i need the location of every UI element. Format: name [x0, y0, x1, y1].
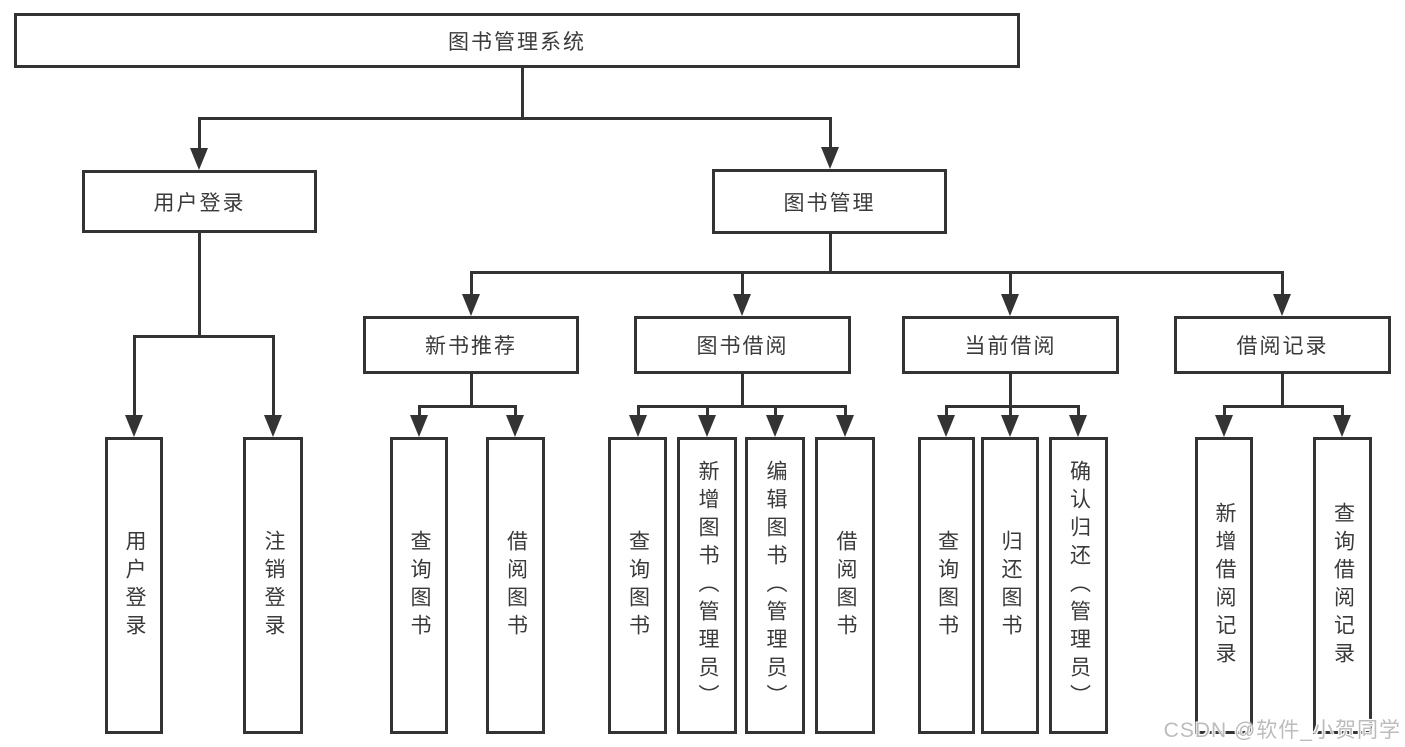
leaf-return-books: 归还图书 — [981, 437, 1039, 734]
leaf-add-borrow-record: 新增借阅记录 — [1195, 437, 1253, 734]
connector-book-mgmt-stem — [829, 234, 832, 274]
connector-drop-g2-l2 — [706, 405, 709, 418]
arrowhead-new-book — [462, 294, 480, 316]
connector-drop-borrow-records — [1281, 271, 1284, 296]
leaf-recommend-borrow-books: 借阅图书 — [486, 437, 545, 734]
connector-root-stem — [521, 68, 524, 119]
leaf-edit-books-admin-label: 编辑图书（管理员） — [764, 459, 787, 712]
leaf-query-borrow-record: 查询借阅记录 — [1313, 437, 1372, 734]
arrowhead-g3-l3 — [1069, 415, 1087, 437]
leaf-query-borrow-record-label: 查询借阅记录 — [1331, 501, 1355, 670]
node-borrow-records-label: 借阅记录 — [1236, 335, 1329, 358]
leaf-logout-label: 注销登录 — [262, 529, 285, 642]
node-book-management-label: 图书管理 — [783, 191, 876, 215]
leaf-current-query-books: 查询图书 — [918, 437, 975, 734]
connector-drop-g2-l4 — [844, 405, 847, 418]
node-new-book-recommend-label: 新书推荐 — [425, 335, 517, 358]
connector-user-login-stem — [198, 233, 201, 337]
connector-drop-user-login — [198, 117, 201, 151]
leaf-confirm-return-admin: 确认归还（管理员） — [1049, 437, 1108, 734]
arrowhead-g2-l1 — [629, 415, 647, 437]
connector-drop-book-mgmt — [829, 117, 832, 151]
connector-drop-g1-l2 — [514, 405, 517, 418]
arrowhead-g2-l2 — [698, 415, 716, 437]
arrowhead-g1-l1 — [410, 415, 428, 437]
connector-new-book-bar — [418, 405, 517, 408]
connector-drop-leaf-logout — [272, 335, 275, 417]
connector-book-borrow-bar — [637, 405, 846, 408]
node-borrow-records: 借阅记录 — [1174, 316, 1391, 374]
connector-drop-new-book — [470, 271, 473, 296]
csdn-watermark: CSDN @软件_小贺同学 — [1163, 719, 1401, 742]
node-current-borrow: 当前借阅 — [902, 316, 1119, 374]
leaf-edit-books-admin: 编辑图书（管理员） — [745, 437, 805, 734]
connector-drop-book-borrow — [741, 271, 744, 296]
leaf-user-login-label: 用户登录 — [123, 529, 146, 642]
leaf-borrow-query-books-label: 查询图书 — [626, 529, 650, 642]
leaf-recommend-query-books: 查询图书 — [390, 437, 448, 734]
arrowhead-g4-l2 — [1333, 415, 1351, 437]
node-new-book-recommend: 新书推荐 — [363, 316, 579, 374]
connector-drop-g1-l1 — [418, 405, 421, 418]
leaf-borrow-books-label: 借阅图书 — [834, 529, 857, 642]
leaf-recommend-borrow-books-label: 借阅图书 — [504, 529, 528, 642]
arrowhead-g2-l4 — [836, 415, 854, 437]
arrowhead-g4-l1 — [1215, 415, 1233, 437]
node-book-borrow-label: 图书借阅 — [696, 335, 789, 358]
connector-borrow-records-stem — [1281, 374, 1284, 408]
arrowhead-leaf-user-login — [125, 415, 143, 437]
leaf-current-query-books-label: 查询图书 — [935, 529, 959, 642]
leaf-return-books-label: 归还图书 — [999, 529, 1022, 642]
connector-drop-leaf-user-login — [133, 335, 136, 417]
connector-book-mgmt-bar — [470, 271, 1283, 274]
leaf-user-login: 用户登录 — [105, 437, 163, 734]
leaf-add-borrow-record-label: 新增借阅记录 — [1213, 501, 1236, 670]
connector-drop-g3-l1 — [945, 405, 948, 418]
arrowhead-leaf-logout — [264, 415, 282, 437]
node-root: 图书管理系统 — [14, 13, 1020, 68]
connector-drop-current-borrow — [1009, 271, 1012, 296]
connector-user-login-bar — [133, 335, 275, 338]
node-book-borrow: 图书借阅 — [634, 316, 851, 374]
leaf-borrow-query-books: 查询图书 — [608, 437, 667, 734]
leaf-add-books-admin: 新增图书（管理员） — [677, 437, 737, 734]
node-user-login: 用户登录 — [82, 170, 317, 233]
node-user-login-label: 用户登录 — [153, 191, 246, 215]
leaf-borrow-books: 借阅图书 — [815, 437, 875, 734]
arrowhead-g3-l2 — [1001, 415, 1019, 437]
connector-drop-g2-l3 — [774, 405, 777, 418]
node-root-label: 图书管理系统 — [448, 30, 586, 54]
connector-root-bar — [198, 117, 832, 120]
node-book-management: 图书管理 — [712, 169, 947, 234]
connector-drop-g4-l2 — [1341, 405, 1344, 418]
leaf-confirm-return-admin-label: 确认归还（管理员） — [1067, 459, 1091, 712]
connector-drop-g3-l2 — [1009, 405, 1012, 418]
arrowhead-g3-l1 — [937, 415, 955, 437]
connector-drop-g4-l1 — [1223, 405, 1226, 418]
connector-current-borrow-bar — [945, 405, 1080, 408]
arrowhead-book-borrow — [733, 294, 751, 316]
arrowhead-user-login — [190, 148, 208, 170]
connector-drop-g3-l3 — [1077, 405, 1080, 418]
connector-current-borrow-stem — [1009, 374, 1012, 408]
connector-drop-g2-l1 — [637, 405, 640, 418]
connector-borrow-records-bar — [1223, 405, 1343, 408]
arrowhead-current-borrow — [1001, 294, 1019, 316]
connector-new-book-stem — [470, 374, 473, 408]
leaf-recommend-query-books-label: 查询图书 — [408, 529, 431, 642]
leaf-add-books-admin-label: 新增图书（管理员） — [696, 459, 719, 712]
connector-book-borrow-stem — [741, 374, 744, 408]
arrowhead-borrow-records — [1273, 294, 1291, 316]
leaf-logout: 注销登录 — [243, 437, 303, 734]
node-current-borrow-label: 当前借阅 — [964, 335, 1057, 358]
arrowhead-g1-l2 — [506, 415, 524, 437]
arrowhead-book-mgmt — [821, 147, 839, 169]
arrowhead-g2-l3 — [766, 415, 784, 437]
